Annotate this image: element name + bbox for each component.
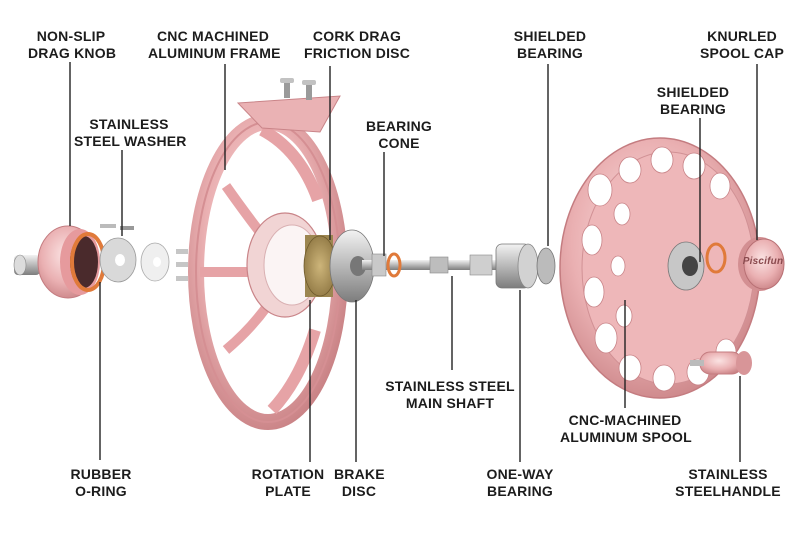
leader-lines	[69, 62, 758, 462]
label-shielded-bearing-top: SHIELDED BEARING	[513, 28, 587, 61]
label-rotation-plate: ROTATION PLATE	[251, 466, 325, 499]
label-o-ring: RUBBER O-RING	[70, 466, 132, 499]
label-main-shaft: STAINLESS STEEL MAIN SHAFT	[385, 378, 515, 411]
main-shaft	[362, 253, 512, 277]
label-spool-cap: KNURLED SPOOL CAP	[699, 28, 784, 61]
drag-knob	[13, 225, 106, 299]
steel-washers	[99, 224, 188, 283]
label-washer: STAINLESS STEEL WASHER	[74, 116, 187, 149]
spool-cap	[738, 237, 785, 291]
frame-screws	[280, 78, 316, 100]
one-way-bearing	[495, 243, 556, 289]
label-bearing-cone: BEARING CONE	[366, 118, 432, 151]
brand-logo: Piscifun	[742, 256, 784, 267]
label-drag-knob: NON-SLIP DRAG KNOB	[28, 28, 117, 61]
label-cork-disc: CORK DRAG FRICTION DISC	[303, 28, 411, 61]
label-shielded-bearing-right: SHIELDED BEARING	[656, 84, 730, 117]
label-handle: STAINLESS STEELHANDLE	[675, 466, 781, 499]
label-frame: CNC MACHINED ALUMINUM FRAME	[148, 28, 281, 61]
label-spool: CNC-MACHINED ALUMINUM SPOOL	[560, 412, 692, 445]
cork-drag-disc	[303, 235, 337, 297]
spool-handle	[690, 351, 752, 375]
label-brake-disc: BRAKE DISC	[334, 466, 385, 499]
label-one-way-bearing: ONE-WAY BEARING	[486, 466, 554, 499]
bearing-cone-ring	[386, 252, 402, 278]
